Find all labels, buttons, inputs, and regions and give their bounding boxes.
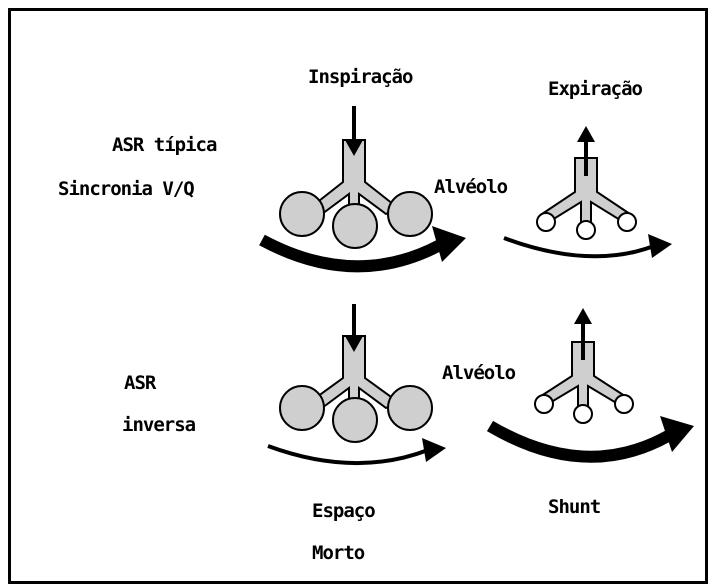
label-alveolo-top: Alvéolo: [434, 176, 507, 198]
airway-inspiration-inverse: [310, 304, 398, 412]
label-inspiracao: Inspiração: [308, 66, 412, 88]
airway-inspiration-typical: [310, 106, 398, 218]
label-expiracao: Expiração: [548, 78, 642, 100]
label-sincronia: Sincronia V/Q: [58, 178, 194, 200]
airway-expiration-inverse: [538, 308, 628, 410]
label-asr-tipica: ASR típica: [112, 134, 216, 156]
label-espaco: Espaço: [312, 500, 375, 522]
label-asr: ASR: [124, 372, 155, 394]
label-shunt: Shunt: [548, 496, 600, 518]
perfusion-arrow-thick-bottom: [490, 416, 694, 457]
label-alveolo-bottom: Alvéolo: [442, 362, 515, 384]
airway-expiration-typical: [542, 126, 630, 228]
label-inversa: inversa: [122, 414, 195, 436]
label-morto: Morto: [312, 542, 364, 564]
